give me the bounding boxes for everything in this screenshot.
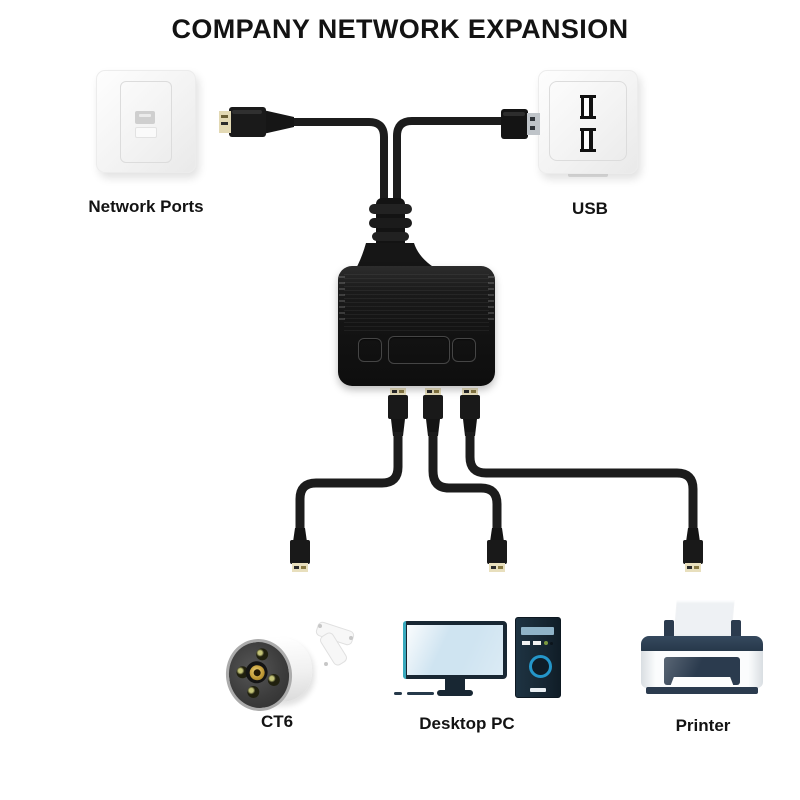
splitter-port-mark bbox=[358, 338, 382, 362]
printer-output-tray bbox=[670, 677, 734, 687]
rj45-connector-up-icon bbox=[423, 388, 443, 436]
camera-lens-ring bbox=[248, 663, 266, 681]
rj45-plug-icon bbox=[219, 107, 294, 137]
splitter-port-mark bbox=[452, 338, 476, 362]
camera-ir-led bbox=[246, 685, 261, 699]
camera-ir-led bbox=[255, 647, 269, 662]
bracket-screw bbox=[318, 624, 322, 628]
usb-plug-icon bbox=[501, 109, 540, 139]
downlink-cable-right bbox=[465, 432, 698, 531]
tower-power-button bbox=[529, 655, 552, 678]
usb-port-icon bbox=[580, 95, 596, 119]
ethernet-jack-slot bbox=[139, 114, 151, 117]
tower-button bbox=[533, 641, 541, 645]
usb-port-icon bbox=[580, 128, 596, 152]
tower-drive-bay bbox=[521, 627, 554, 635]
desktop-pc-label: Desktop PC bbox=[419, 714, 515, 733]
floor-dash bbox=[394, 692, 402, 695]
usb-plate-inner-frame bbox=[549, 81, 627, 161]
ct6-label: CT6 bbox=[260, 712, 294, 731]
rj45-connector-up-icon bbox=[388, 388, 408, 436]
printer-base bbox=[646, 687, 758, 694]
uplink-cable-left bbox=[293, 118, 388, 204]
printer-paper-guide bbox=[731, 620, 741, 638]
splitter-port-mark bbox=[388, 336, 450, 364]
tower-button bbox=[522, 641, 530, 645]
usb-label: USB bbox=[572, 199, 608, 218]
wall-plate-inner-frame bbox=[120, 81, 172, 163]
pc-tower-icon bbox=[515, 617, 561, 698]
printer-paper-guide bbox=[664, 620, 674, 638]
wall-ethernet-outlet-icon bbox=[96, 70, 196, 173]
splitter-side-fins bbox=[339, 276, 345, 322]
network-splitter-device-icon bbox=[338, 266, 495, 386]
camera-ir-led bbox=[267, 673, 281, 687]
floor-dash bbox=[407, 692, 434, 695]
camera-lens bbox=[244, 659, 270, 685]
splitter-strain-relief bbox=[369, 198, 412, 250]
printer-paper bbox=[673, 600, 735, 638]
splitter-ridges bbox=[344, 274, 489, 332]
bracket-screw bbox=[324, 662, 328, 666]
tower-foot bbox=[530, 688, 546, 692]
tower-led bbox=[544, 641, 548, 645]
uplink-cable-right bbox=[393, 117, 504, 204]
printer-label: Printer bbox=[675, 716, 731, 735]
downlink-cable-left bbox=[295, 432, 403, 531]
printer-icon bbox=[641, 636, 763, 652]
usb-wall-outlet-icon bbox=[538, 70, 638, 174]
tower-led bbox=[550, 642, 553, 645]
splitter-side-fins bbox=[488, 276, 494, 322]
rj45-connector-down-icon bbox=[487, 528, 507, 572]
monitor-stand bbox=[445, 679, 465, 691]
camera-lens-pupil bbox=[252, 668, 261, 677]
monitor-stand-base bbox=[437, 690, 473, 696]
monitor-screen-shine bbox=[407, 625, 503, 675]
ethernet-jack bbox=[135, 111, 155, 124]
monitor-icon bbox=[403, 621, 507, 679]
ethernet-jack-flap bbox=[135, 127, 157, 138]
rj45-connector-down-icon bbox=[683, 528, 703, 572]
rj45-connector-up-icon bbox=[460, 388, 480, 436]
downlink-cable-middle bbox=[428, 432, 502, 531]
rj45-connector-down-icon bbox=[290, 528, 310, 572]
bracket-screw bbox=[349, 636, 353, 640]
network-ports-label: Network Ports bbox=[88, 197, 204, 216]
page-title: COMPANY NETWORK EXPANSION bbox=[171, 14, 629, 44]
